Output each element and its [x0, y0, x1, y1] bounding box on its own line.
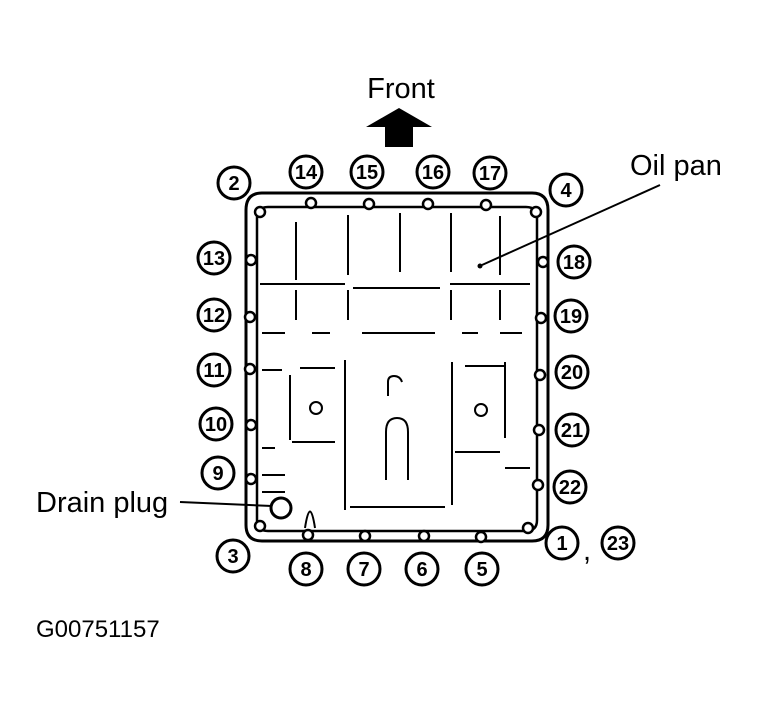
bolt-hole — [301, 528, 315, 542]
bolt-number-16: 16 — [422, 162, 444, 184]
oil-pan-inner-outline — [255, 205, 539, 533]
figure-code: G00751157 — [36, 616, 160, 643]
bolt-number-19: 19 — [560, 306, 582, 328]
bolt-number-4: 4 — [560, 180, 572, 202]
bolt-number-20: 20 — [561, 362, 583, 384]
bolt-number-3: 3 — [227, 546, 238, 568]
bolt-number-6: 6 — [416, 559, 427, 581]
bolt-number-21: 21 — [561, 420, 583, 442]
bolt-number-2: 2 — [228, 173, 239, 195]
oil-pan-outline — [244, 191, 550, 543]
bolt-number-12: 12 — [203, 305, 225, 327]
bolt-hole — [479, 198, 493, 212]
bolt-hole — [358, 529, 372, 543]
bolt-number-1: 1 — [556, 533, 567, 555]
bolt-number-5: 5 — [476, 559, 487, 581]
bolt-hole — [534, 311, 548, 325]
bolt-hole — [521, 521, 535, 535]
oil-pan-label: Oil pan — [630, 150, 722, 182]
bolt-hole — [536, 255, 550, 269]
bolt-hole — [474, 530, 488, 544]
drain-plug — [269, 496, 293, 520]
bolt-hole — [421, 197, 435, 211]
front-label: Front — [367, 73, 435, 105]
front-arrow-icon — [366, 108, 432, 147]
bolt-number-15: 15 — [356, 162, 378, 184]
bolt-hole — [244, 472, 258, 486]
bolt-hole — [253, 205, 267, 219]
bolt-number-18: 18 — [563, 252, 585, 274]
bolt-number-22: 22 — [559, 477, 581, 499]
bolt-number-9: 9 — [212, 463, 223, 485]
bolt-callouts — [196, 154, 636, 587]
drain-plug-label: Drain plug — [36, 487, 168, 519]
oil-pan-leader-dot — [477, 263, 483, 269]
bolt-number-7: 7 — [358, 559, 369, 581]
bolt-number-14: 14 — [295, 162, 318, 184]
callout-comma: , — [583, 535, 591, 567]
bolt-hole — [529, 205, 543, 219]
bolt-hole — [531, 478, 545, 492]
bolt-hole — [533, 368, 547, 382]
bolt-hole — [417, 529, 431, 543]
bolt-number-13: 13 — [203, 248, 225, 270]
bolt-hole — [243, 362, 257, 376]
bolt-callout-numbers: 2 14 15 16 17 4 13 12 11 10 9 18 19 20 2… — [203, 162, 629, 581]
oil-pan-contour-marks — [260, 213, 530, 529]
bolt-hole — [532, 423, 546, 437]
bolt-hole — [243, 310, 257, 324]
bolt-number-23: 23 — [607, 533, 629, 555]
bolt-hole — [244, 418, 258, 432]
bolt-number-8: 8 — [300, 559, 311, 581]
bolt-number-11: 11 — [203, 360, 224, 382]
drain-plug-leader — [179, 501, 273, 507]
oil-pan-leader — [481, 184, 661, 266]
bolt-hole — [244, 253, 258, 267]
bolt-number-17: 17 — [479, 163, 501, 185]
bolt-number-10: 10 — [205, 414, 227, 436]
bolt-hole — [253, 519, 267, 533]
bolt-hole — [362, 197, 376, 211]
bolt-holes — [243, 196, 550, 544]
bolt-hole — [304, 196, 318, 210]
